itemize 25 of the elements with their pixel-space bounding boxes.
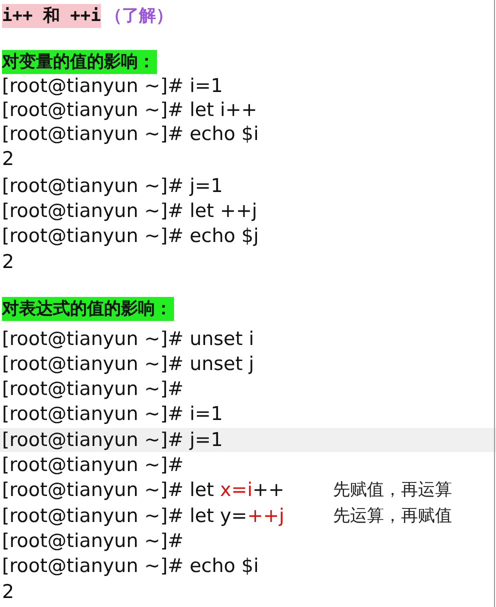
- command-line: [root@tianyun ~]# echo $j: [2, 224, 259, 248]
- command-line: [root@tianyun ~]# j=1: [2, 428, 223, 452]
- command-line: [root@tianyun ~]#: [2, 529, 184, 553]
- command-line: [root@tianyun ~]# unset j: [2, 352, 254, 376]
- note-text: 先赋值，再运算: [333, 479, 452, 502]
- command-line: [root@tianyun ~]# let ++j: [2, 199, 258, 223]
- command-output: 2: [2, 147, 14, 171]
- command-line: [root@tianyun ~]# i=1: [2, 74, 223, 98]
- command-line: [root@tianyun ~]# let y=++j: [2, 504, 284, 528]
- note-text: 先运算，再赋值: [333, 505, 452, 528]
- title-note: （了解）: [105, 5, 173, 28]
- command-line: [root@tianyun ~]# unset i: [2, 327, 254, 351]
- command-line: [root@tianyun ~]# echo $i: [2, 122, 259, 146]
- title: i++ 和 ++i: [2, 4, 101, 28]
- command-line: [root@tianyun ~]#: [2, 377, 184, 401]
- command-line: [root@tianyun ~]# echo $i: [2, 554, 259, 578]
- section-heading: 对变量的值的影响：: [2, 50, 157, 74]
- command-output: 2: [2, 250, 14, 274]
- command-line: [root@tianyun ~]#: [2, 453, 184, 477]
- command-line: [root@tianyun ~]# j=1: [2, 174, 223, 198]
- command-output: 2: [2, 580, 14, 604]
- command-line: [root@tianyun ~]# let i++: [2, 98, 258, 122]
- command-line: [root@tianyun ~]# i=1: [2, 402, 223, 426]
- section-heading: 对表达式的值的影响：: [2, 297, 174, 321]
- command-line: [root@tianyun ~]# let x=i++: [2, 478, 284, 502]
